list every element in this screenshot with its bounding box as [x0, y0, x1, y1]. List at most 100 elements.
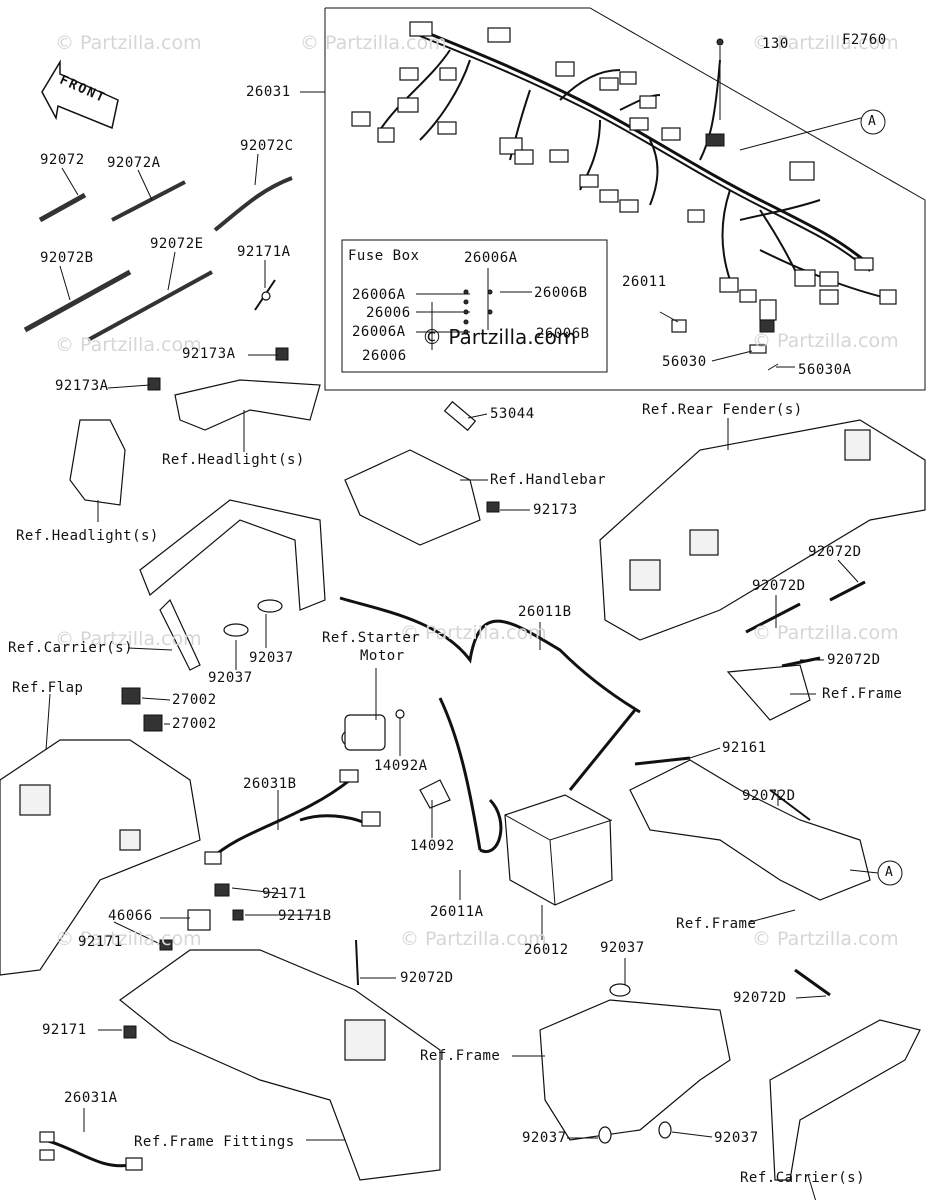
part-92173a[interactable]: 92173A — [55, 378, 109, 394]
flap-area — [0, 687, 201, 976]
under-tray — [119, 883, 441, 1181]
part-92173a[interactable]: 92173A — [182, 346, 236, 362]
harness-connectors — [351, 21, 897, 371]
rear-fender — [599, 419, 926, 721]
part-56030a[interactable]: 56030A — [798, 362, 852, 378]
ref-starter-motor: Ref.Starter — [322, 630, 421, 646]
fuse-label: 26006 — [366, 305, 411, 321]
part-46066[interactable]: 46066 — [108, 908, 153, 924]
part-14092a[interactable]: 14092A — [374, 758, 428, 774]
front-arrow-icon — [41, 59, 119, 130]
ref-carrier: Ref.Carrier(s) — [740, 1170, 866, 1186]
fuse-label: 26006 — [362, 348, 407, 364]
part-92171[interactable]: 92171 — [42, 1022, 87, 1038]
ref-flap: Ref.Flap — [12, 680, 84, 696]
fuse-label: 26006A — [352, 287, 406, 303]
headlight-bracket-center — [174, 347, 321, 431]
watermark: © Partzilla.com — [55, 334, 202, 356]
watermark: © Partzilla.com — [752, 330, 899, 352]
ref-handlebar: Ref.Handlebar — [490, 472, 607, 488]
callout-a-top: A — [868, 114, 877, 129]
fuse-label: 26006B — [534, 285, 588, 301]
fuse-label: 26006B — [536, 326, 590, 342]
part-92072b[interactable]: 92072B — [40, 250, 94, 266]
main-wiring-harness — [379, 28, 896, 301]
watermark: © Partzilla.com — [55, 628, 202, 650]
watermark: © Partzilla.com — [752, 928, 899, 950]
harness-panel-border — [324, 7, 926, 391]
part-27002[interactable]: 27002 — [172, 716, 217, 732]
watermark: © Partzilla.com — [752, 32, 899, 54]
leader-lines — [45, 153, 879, 1200]
starter-relay — [341, 672, 405, 751]
part-92072d[interactable]: 92072D — [827, 652, 881, 668]
watermark-center: © Partzilla.com — [422, 325, 577, 349]
part-92171[interactable]: 92171 — [262, 886, 307, 902]
part-92072[interactable]: 92072 — [40, 152, 85, 168]
ref-starter-motor-line2: Motor — [360, 648, 405, 664]
part-26011[interactable]: 26011 — [622, 274, 667, 290]
part-26031b[interactable]: 26031B — [243, 776, 297, 792]
ref-frame: Ref.Frame — [676, 916, 757, 932]
part-14092[interactable]: 14092 — [410, 838, 455, 854]
part-92072d[interactable]: 92072D — [752, 578, 806, 594]
part-92037[interactable]: 92037 — [714, 1130, 759, 1146]
watermark: © Partzilla.com — [752, 622, 899, 644]
cable-ties — [23, 176, 293, 342]
part-92171[interactable]: 92171 — [78, 934, 123, 950]
callout-a-bottom: A — [885, 865, 894, 880]
part-92072e[interactable]: 92072E — [150, 236, 204, 252]
fuse-box-inset — [341, 239, 608, 373]
part-92037[interactable]: 92037 — [522, 1130, 567, 1146]
part-92161[interactable]: 92161 — [722, 740, 767, 756]
part-92171b[interactable]: 92171B — [278, 908, 332, 924]
part-92173[interactable]: 92173 — [533, 502, 578, 518]
fuse-box-leaders — [416, 268, 532, 350]
rear-frame-bracket — [629, 756, 871, 901]
ref-carrier: Ref.Carrier(s) — [8, 640, 134, 656]
callout-a-circle-top — [860, 109, 886, 135]
ref-headlight: Ref.Headlight(s) — [162, 452, 305, 468]
part-53044[interactable]: 53044 — [490, 406, 535, 422]
watermark: © Partzilla.com — [55, 32, 202, 54]
watermark: © Partzilla.com — [55, 928, 202, 950]
figure-code: F2760 — [842, 32, 887, 48]
part-130[interactable]: 130 — [762, 36, 789, 52]
part-92072d[interactable]: 92072D — [400, 970, 454, 986]
battery — [504, 794, 613, 906]
ref-frame: Ref.Frame — [822, 686, 903, 702]
part-92072a[interactable]: 92072A — [107, 155, 161, 171]
fuse-label: 26006A — [464, 250, 518, 266]
rear-carrier-frame — [539, 983, 731, 1144]
part-92037[interactable]: 92037 — [249, 650, 294, 666]
part-92072d[interactable]: 92072D — [733, 990, 787, 1006]
part-92171a[interactable]: 92171A — [237, 244, 291, 260]
front-frame — [139, 499, 326, 671]
fuse-box-title: Fuse Box — [348, 248, 420, 264]
part-92037[interactable]: 92037 — [208, 670, 253, 686]
ref-frame-fittings: Ref.Frame Fittings — [134, 1134, 295, 1150]
watermark: © Partzilla.com — [400, 622, 547, 644]
watermark: © Partzilla.com — [300, 32, 447, 54]
handlebar-bracket — [344, 400, 500, 546]
ref-frame: Ref.Frame — [420, 1048, 501, 1064]
part-92072d[interactable]: 92072D — [808, 544, 862, 560]
ref-rear-fender: Ref.Rear Fender(s) — [642, 402, 803, 418]
part-92037[interactable]: 92037 — [600, 940, 645, 956]
part-27002[interactable]: 27002 — [172, 692, 217, 708]
headlight-bracket-left — [69, 377, 161, 506]
part-26031[interactable]: 26031 — [246, 84, 291, 100]
ref-headlight: Ref.Headlight(s) — [16, 528, 159, 544]
part-56030[interactable]: 56030 — [662, 354, 707, 370]
part-26011a[interactable]: 26011A — [430, 904, 484, 920]
part-26012[interactable]: 26012 — [524, 942, 569, 958]
part-92072c[interactable]: 92072C — [240, 138, 294, 154]
part-26011b[interactable]: 26011B — [518, 604, 572, 620]
part-26031a[interactable]: 26031A — [64, 1090, 118, 1106]
fuse-label: 26006A — [352, 324, 406, 340]
watermark: © Partzilla.com — [400, 928, 547, 950]
carrier-right — [769, 968, 921, 1181]
part-92072d[interactable]: 92072D — [742, 788, 796, 804]
